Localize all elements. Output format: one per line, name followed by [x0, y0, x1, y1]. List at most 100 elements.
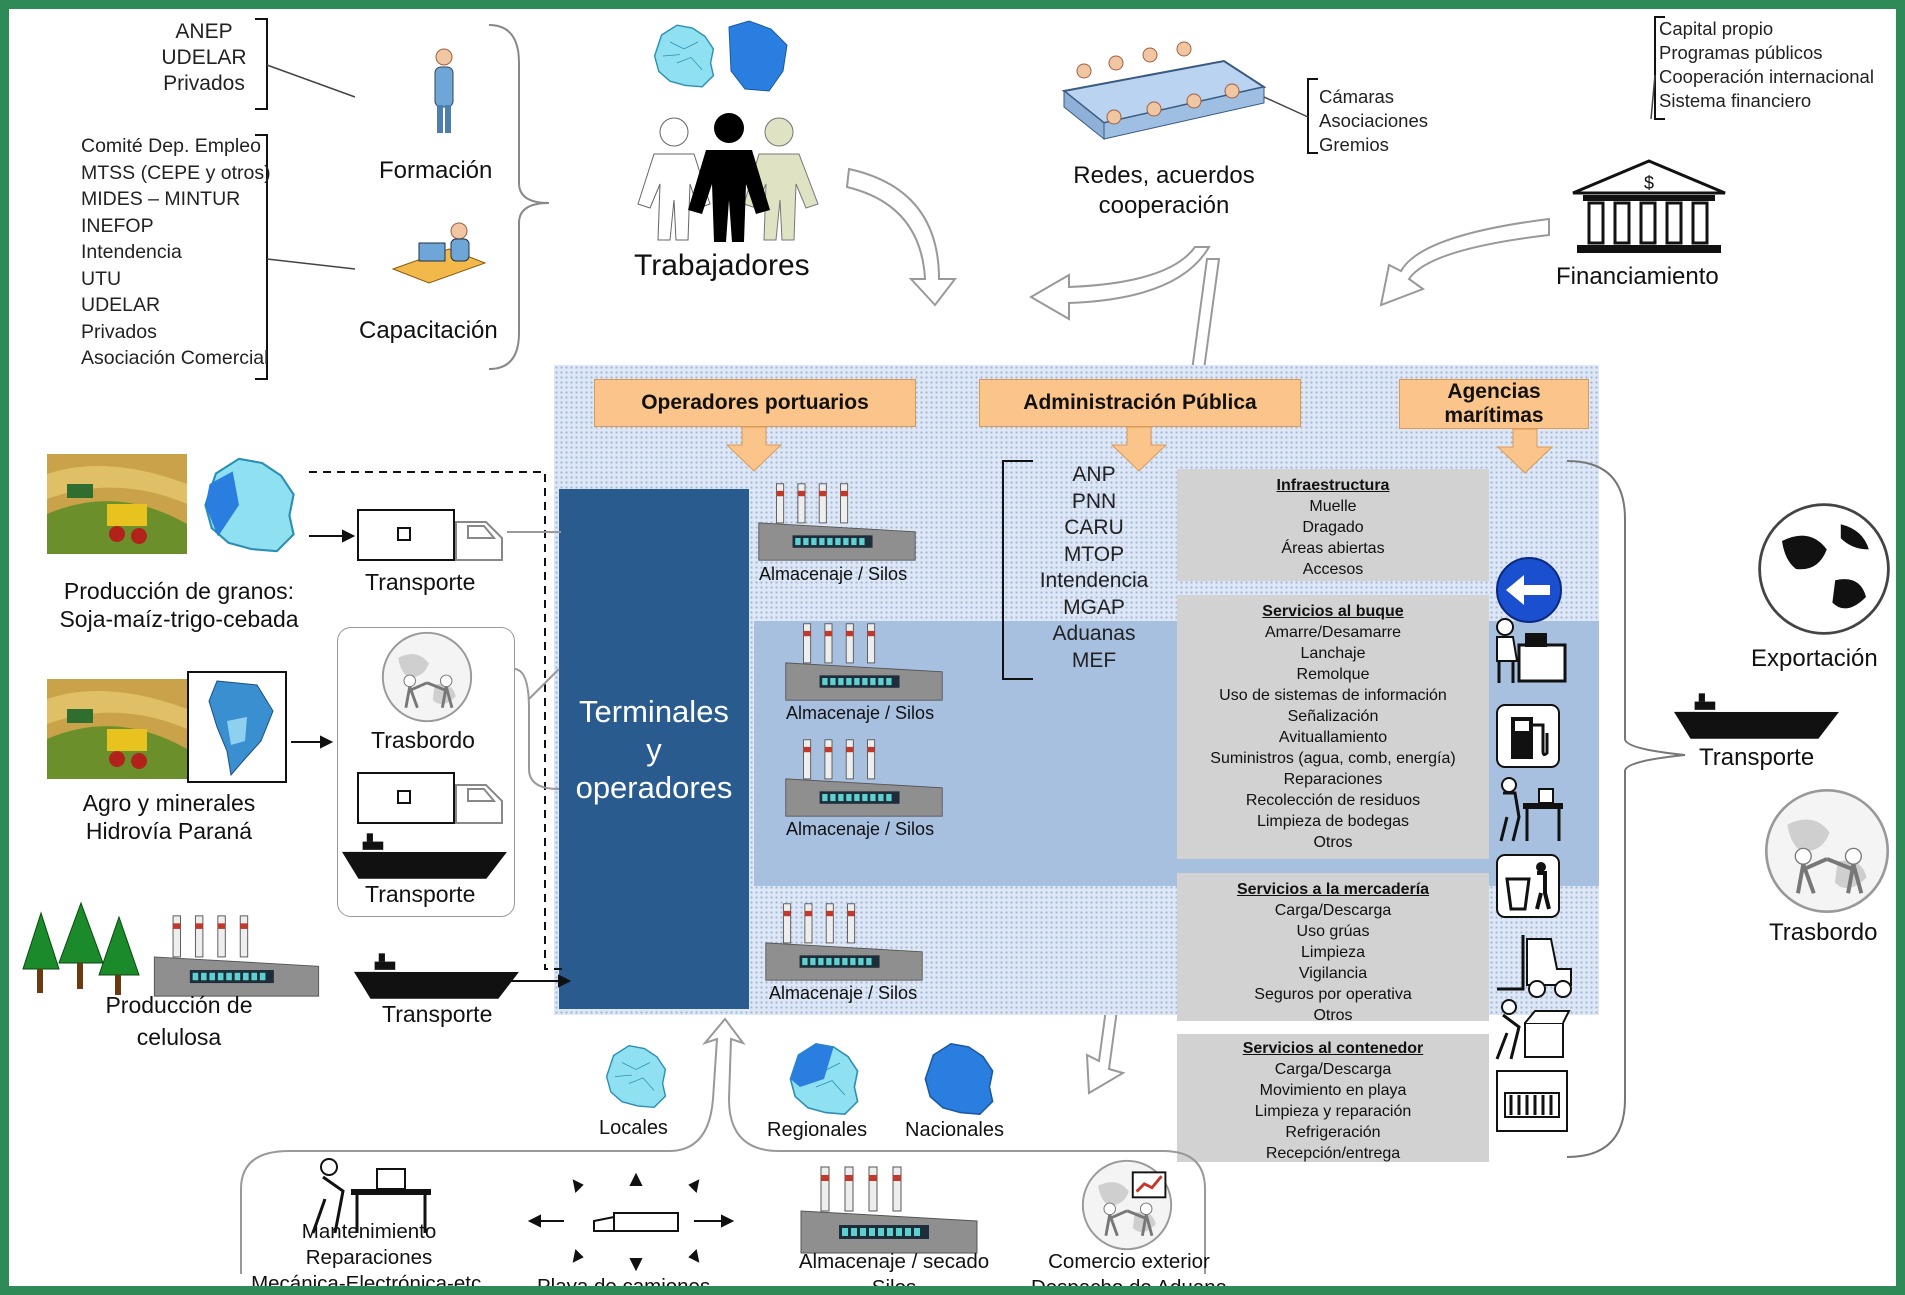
- financiamiento-source: Capital propio: [1659, 18, 1774, 39]
- header-agencias: Agencias marítimas: [1399, 379, 1589, 429]
- panel-item: Vigilancia: [1298, 965, 1368, 982]
- panel-item: Señalización: [1287, 708, 1379, 725]
- mantenimiento-line: Mantenimiento: [301, 1220, 437, 1243]
- header-agencias-line: Agencias: [1447, 380, 1541, 403]
- bank-symbol: $: [1644, 173, 1654, 193]
- exportacion-label: Exportación: [1751, 645, 1878, 672]
- almacenaje-label: Almacenaje / secado Silos: [774, 1249, 1014, 1286]
- formacion-connectors: [255, 18, 356, 380]
- agro-transport-box: [337, 627, 515, 917]
- forest-icon: [22, 901, 140, 995]
- redes-label: Redes, acuerdos cooperación: [1049, 161, 1279, 221]
- redes-member: Cámaras: [1319, 86, 1395, 107]
- granos-transporte-label: Transporte: [365, 569, 476, 595]
- admin-item: MTOP: [1063, 542, 1125, 566]
- mantenimiento-line: Reparaciones: [305, 1246, 433, 1269]
- comercio-label: Comercio exterior Despacho de Aduana: [1009, 1249, 1249, 1286]
- celulosa-label-line: Producción de: [105, 992, 253, 1018]
- capacitacion-label: Capacitación: [359, 317, 498, 344]
- almacenaje-line: Almacenaje / secado: [798, 1250, 990, 1273]
- silo-label: Almacenaje / Silos: [769, 983, 918, 1003]
- admin-bracket: [1002, 460, 1033, 680]
- diagram-area: ANEP UDELAR Privados Formación Comité De…: [9, 9, 1896, 1286]
- header-administracion: Administración Pública: [979, 379, 1301, 427]
- training-desk-icon: [391, 222, 487, 284]
- capacitacion-provider: Comité Dep. Empleo: [81, 135, 261, 157]
- truck-yard-icon: [527, 1172, 735, 1272]
- capacitacion-provider: MIDES – MINTUR: [81, 188, 241, 210]
- map-icons: [653, 20, 788, 92]
- panel-servicios-contenedor: Servicios al contenedor Carga/Descarga M…: [1177, 1034, 1489, 1162]
- formacion-provider: ANEP: [175, 20, 233, 43]
- panel-item: Muelle: [1309, 498, 1357, 515]
- financiamiento-bracket: [1650, 16, 1665, 120]
- capacitacion-provider: INEFOP: [81, 214, 154, 237]
- panel-item: Dragado: [1302, 519, 1364, 536]
- panel-infraestructura: Infraestructura Muelle Dragado Áreas abi…: [1177, 469, 1489, 581]
- foreign-trade-icon: [1081, 1159, 1173, 1251]
- financiamiento-sources: Capital propio Programas públicos Cooper…: [1659, 17, 1874, 113]
- input-connectors: [291, 471, 572, 988]
- header-agencias-line: marítimas: [1444, 404, 1544, 427]
- panel-item: Suministros (agua, comb, energía): [1210, 750, 1456, 767]
- panel-item: Uso de sistemas de información: [1219, 687, 1447, 704]
- redes-bracket: [1263, 78, 1318, 154]
- admin-item: CARU: [1064, 516, 1124, 539]
- formacion-provider: Privados: [163, 72, 245, 95]
- comercio-line: Despacho de Aduana: [1009, 1275, 1249, 1286]
- admin-item: MEF: [1071, 648, 1117, 672]
- panel-item: Seguros por operativa: [1254, 986, 1412, 1003]
- panel-item: Carga/Descarga: [1274, 902, 1392, 919]
- granos-label-line: Producción de granos:: [63, 578, 295, 604]
- redes-member: Asociaciones: [1319, 110, 1429, 131]
- panel-item: Remolque: [1296, 666, 1370, 683]
- panel-servicios-mercaderia: Servicios a la mercadería Carga/Descarga…: [1177, 873, 1489, 1024]
- comercio-line: Comercio exterior: [1048, 1250, 1210, 1273]
- bank-icon: $: [1572, 159, 1726, 253]
- bottom-connectors: [240, 1017, 1206, 1274]
- terminal-block: [559, 489, 749, 1009]
- regionales-label: Regionales: [767, 1119, 868, 1141]
- header-arrows: [725, 426, 1554, 474]
- almacenaje-line: Silos: [774, 1275, 1014, 1286]
- redes-label-line: Redes, acuerdos: [1073, 162, 1255, 189]
- meeting-table-icon: [1061, 41, 1267, 141]
- regionales-map-icon: [789, 1043, 859, 1115]
- financiamiento-source: Sistema financiero: [1659, 90, 1812, 111]
- panel-item: Lanchaje: [1300, 645, 1366, 662]
- nacionales-map-icon: [924, 1042, 994, 1116]
- panel-title: Servicios al contenedor: [1242, 1040, 1424, 1057]
- panel-item: Uso grúas: [1296, 923, 1370, 940]
- trabajadores-label: Trabajadores: [634, 249, 810, 282]
- panel-item: Reparaciones: [1283, 771, 1383, 788]
- mantenimiento-label: Mantenimiento Reparaciones Mecánica-Elec…: [229, 1219, 509, 1286]
- panel-item: Áreas abiertas: [1281, 540, 1385, 557]
- panel-item: Avituallamiento: [1278, 729, 1388, 746]
- capacitacion-providers: Comité Dep. Empleo MTSS (CEPE y otros) M…: [81, 133, 271, 372]
- nacionales-label: Nacionales: [905, 1119, 1004, 1141]
- silo-label: Almacenaje / Silos: [786, 819, 935, 839]
- panel-item: Amarre/Desamarre: [1264, 624, 1402, 641]
- granos-label-line: Soja-maíz-trigo-cebada: [59, 606, 299, 632]
- capacitacion-provider: UDELAR: [81, 294, 161, 316]
- technician-icon: [1499, 777, 1563, 842]
- panel-item: Accesos: [1302, 561, 1364, 578]
- brace-formacion: [488, 24, 550, 370]
- agro-label: Agro y minerales Hidrovía Paraná: [49, 789, 289, 845]
- locales-label: Locales: [599, 1117, 668, 1139]
- export-transporte-label: Transporte: [1699, 744, 1815, 771]
- panel-item: Otros: [1313, 1007, 1353, 1024]
- financiamiento-source: Programas públicos: [1659, 42, 1823, 63]
- formacion-label: Formación: [379, 157, 493, 184]
- celulosa-label-line: celulosa: [136, 1024, 222, 1050]
- direction-sign-icon: [1496, 557, 1562, 623]
- south-america-map-icon: [187, 671, 287, 783]
- export-trasbordo-label: Trasbordo: [1769, 919, 1878, 946]
- panel-item: Otros: [1313, 834, 1353, 851]
- terminal-label-line: operadores: [575, 770, 733, 805]
- agro-transporte-label: Transporte: [365, 881, 476, 907]
- panel-item: Refrigeración: [1285, 1124, 1381, 1141]
- financiamiento-source: Cooperación internacional: [1659, 66, 1874, 87]
- panel-item: Recolección de residuos: [1245, 792, 1421, 809]
- container-icon: [1496, 1070, 1568, 1132]
